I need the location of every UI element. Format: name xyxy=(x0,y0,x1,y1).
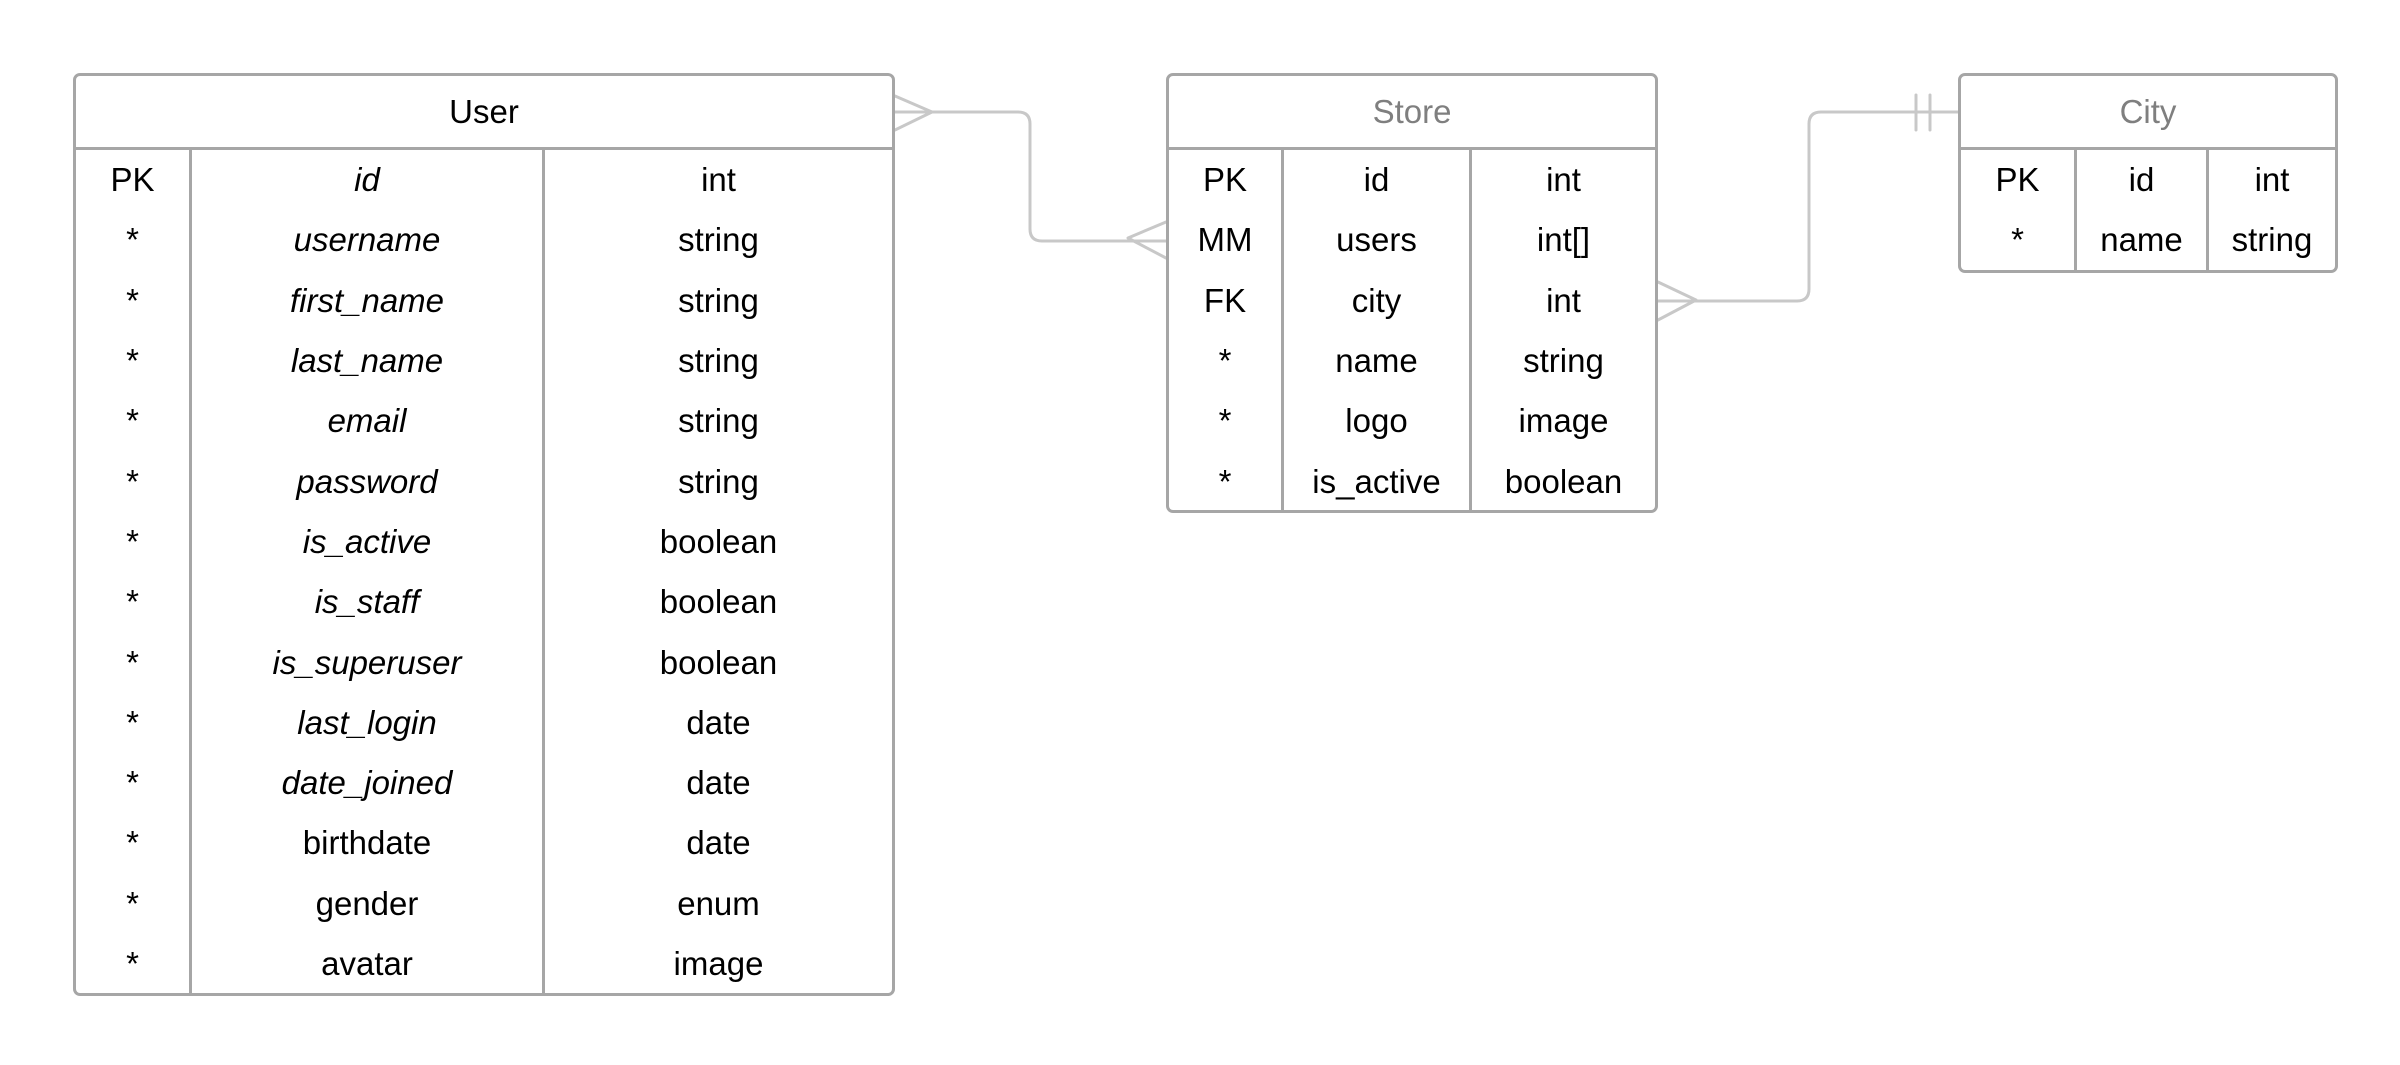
user-field-key: * xyxy=(126,522,139,560)
store-key-column: PK MM FK * * * xyxy=(1169,150,1281,510)
user-field-type: image xyxy=(673,945,764,982)
user-field-type: boolean xyxy=(659,522,778,560)
store-type-column: int int[] int string image boolean xyxy=(1469,150,1655,510)
store-field-key: * xyxy=(1218,462,1232,500)
user-field-key: * xyxy=(126,281,139,319)
store-field-name: id xyxy=(1363,161,1390,199)
user-field-name: is_staff xyxy=(314,583,420,621)
user-field-type: string xyxy=(678,402,759,440)
user-field-name: avatar xyxy=(321,945,413,982)
city-field-type: int xyxy=(2254,161,2290,199)
store-field-key: * xyxy=(1218,342,1232,380)
user-field-key: * xyxy=(126,764,139,802)
user-field-type: date xyxy=(686,764,751,802)
user-field-key: PK xyxy=(110,161,155,199)
user-field-key: * xyxy=(126,824,139,862)
user-field-key: * xyxy=(126,643,139,681)
user-field-type: date xyxy=(686,824,751,862)
entity-store[interactable]: Store PK MM FK * * * id users city name logo is_ac… xyxy=(1166,73,1658,513)
city-name-column: id name xyxy=(2074,150,2206,270)
store-field-type: image xyxy=(1518,402,1609,440)
user-field-name: date_joined xyxy=(281,764,453,802)
user-field-name: is_superuser xyxy=(272,643,462,681)
store-field-type: int xyxy=(1546,161,1581,199)
entity-city-title: City xyxy=(1961,76,2335,150)
user-field-name: id xyxy=(354,161,380,199)
user-field-name: gender xyxy=(315,884,419,922)
user-field-key: * xyxy=(126,342,139,380)
store-field-name: users xyxy=(1336,221,1417,259)
user-field-name: is_active xyxy=(302,522,432,560)
user-store-connector xyxy=(893,110,1168,243)
user-field-key: * xyxy=(126,703,139,741)
user-field-name: username xyxy=(293,221,441,259)
user-field-key: * xyxy=(126,221,139,259)
city-field-name: id xyxy=(2128,161,2155,199)
city-key-column: PK * xyxy=(1961,150,2074,270)
store-city-many-crowfoot-icon xyxy=(1656,280,1698,322)
store-field-key: * xyxy=(1218,402,1232,440)
user-field-key: * xyxy=(126,462,139,500)
user-field-type: string xyxy=(678,342,759,380)
user-field-name: first_name xyxy=(289,281,445,319)
store-name-column: id users city name logo is_active xyxy=(1281,150,1469,510)
store-field-name: name xyxy=(1335,342,1418,380)
user-field-type: boolean xyxy=(659,583,778,621)
store-city-connector xyxy=(1656,110,1960,303)
entity-city-fields: PK * id name int string xyxy=(1961,150,2335,270)
store-field-key: PK xyxy=(1202,161,1248,199)
user-field-key: * xyxy=(126,402,139,440)
entity-store-fields: PK MM FK * * * id users city name logo is_active i… xyxy=(1169,150,1655,510)
store-field-key: FK xyxy=(1203,281,1247,319)
user-field-type: string xyxy=(678,462,759,500)
user-field-name: last_name xyxy=(290,342,444,380)
store-field-type: int xyxy=(1546,281,1581,319)
user-field-name: last_login xyxy=(297,703,437,741)
user-field-name: password xyxy=(296,462,438,500)
store-field-key: MM xyxy=(1197,221,1253,259)
user-field-type: enum xyxy=(677,884,760,922)
store-field-name: is_active xyxy=(1312,462,1441,500)
user-field-key: * xyxy=(126,884,139,922)
store-field-name: city xyxy=(1351,281,1402,319)
city-field-key: PK xyxy=(1995,161,2040,199)
store-field-type: boolean xyxy=(1504,462,1623,500)
store-field-name: logo xyxy=(1345,402,1408,440)
user-field-name: birthdate xyxy=(302,824,432,862)
city-field-type: string xyxy=(2231,221,2313,259)
user-field-type: string xyxy=(678,281,759,319)
user-many-crowfoot-icon xyxy=(893,94,934,132)
user-field-name: email xyxy=(327,402,407,440)
user-field-type: string xyxy=(678,221,759,259)
user-key-column: PK * * * * * * * * * * * * * xyxy=(76,150,189,993)
user-field-key: * xyxy=(126,583,139,621)
entity-user[interactable]: User PK * * * * * * * * * * * * * id username first_nam… xyxy=(73,73,895,996)
city-one-bar-icon xyxy=(1914,93,1932,132)
entity-store-title: Store xyxy=(1169,76,1655,150)
user-field-type: date xyxy=(686,703,751,741)
store-field-type: string xyxy=(1523,342,1604,380)
city-field-key: * xyxy=(2011,221,2024,259)
store-users-many-crowfoot-icon xyxy=(1126,220,1168,260)
city-type-column: int string xyxy=(2206,150,2335,270)
user-field-type: int xyxy=(701,161,736,199)
user-type-column: int string string string string string boolean… xyxy=(542,150,892,993)
city-field-name: name xyxy=(2100,221,2183,259)
user-field-type: boolean xyxy=(659,643,778,681)
entity-city[interactable]: City PK * id name int string xyxy=(1958,73,2338,273)
entity-user-title: User xyxy=(76,76,892,150)
store-field-type: int[] xyxy=(1536,221,1591,259)
user-field-key: * xyxy=(126,945,139,982)
